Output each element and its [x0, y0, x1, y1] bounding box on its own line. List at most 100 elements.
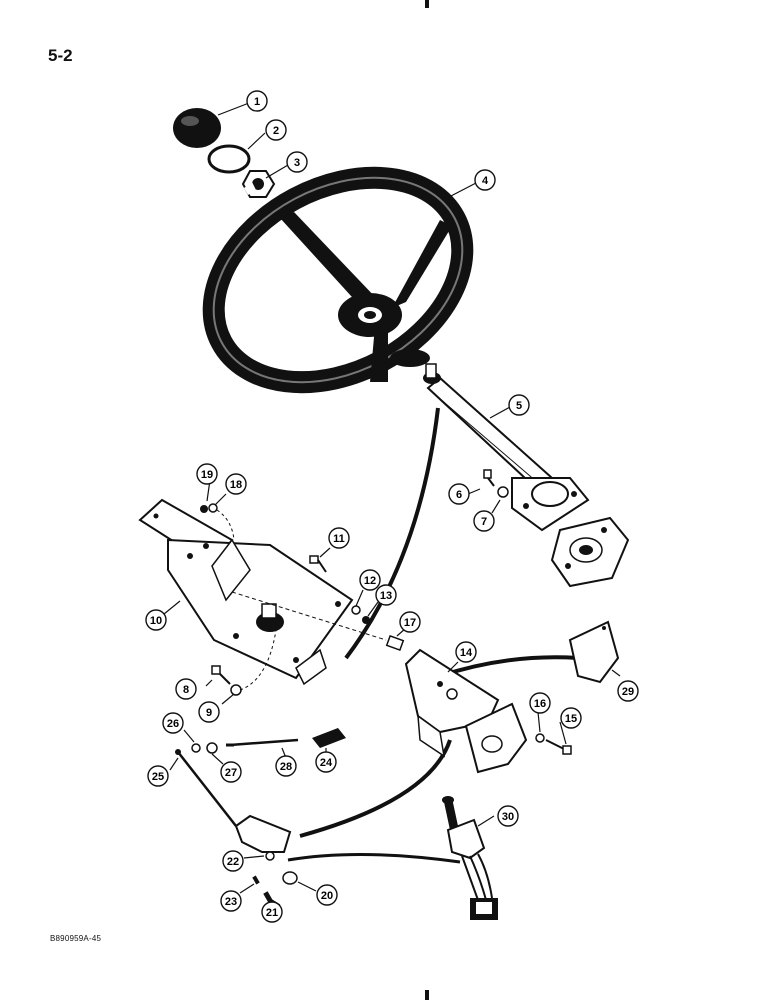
callout-circle	[375, 584, 397, 606]
callout-label: 16	[534, 698, 546, 710]
washer-18	[208, 503, 218, 513]
callout-circle	[455, 641, 477, 663]
column-bolt	[483, 469, 495, 487]
callout-circle	[474, 169, 496, 191]
callout-label: 11	[333, 533, 345, 545]
callout-circle	[220, 890, 242, 912]
callout-label: 7	[481, 516, 487, 528]
callout-circle	[286, 151, 308, 173]
callout-label: 4	[482, 175, 489, 187]
callout-label: 29	[622, 686, 634, 698]
callout-circle	[617, 680, 639, 702]
lower-bolt	[211, 665, 231, 685]
callout-label: 9	[206, 707, 212, 719]
steering-valve	[550, 516, 630, 588]
grip-24	[312, 728, 346, 748]
lever-arm	[234, 814, 292, 861]
switch-assembly	[442, 796, 498, 920]
callout-22: 22	[222, 850, 244, 872]
callout-circle	[145, 609, 167, 631]
crop-mark-top	[425, 0, 429, 8]
callout-circle	[261, 901, 283, 923]
nut-27	[206, 742, 218, 754]
page-number: 5-2	[48, 46, 73, 65]
callout-11: 11	[328, 527, 350, 549]
retaining-ring	[207, 144, 251, 174]
pivot-20	[282, 871, 298, 885]
callout-4: 4	[474, 169, 496, 191]
callout-circle	[246, 90, 268, 112]
callout-17: 17	[399, 611, 421, 633]
callout-label: 23	[225, 896, 237, 908]
callout-label: 15	[565, 713, 577, 725]
callout-circle	[275, 755, 297, 777]
callout-label: 28	[280, 761, 292, 773]
washer-9	[230, 684, 242, 696]
callout-23: 23	[220, 890, 242, 912]
callout-27: 27	[220, 761, 242, 783]
callout-19: 19	[196, 463, 218, 485]
callout-circle	[222, 850, 244, 872]
callout-30: 30	[497, 805, 519, 827]
callout-label: 5	[516, 400, 522, 412]
callout-24: 24	[315, 751, 337, 773]
callout-circle	[359, 569, 381, 591]
coupler	[385, 634, 405, 652]
callouts: 1234567891011121314151617181920212223242…	[145, 90, 639, 923]
pin-21	[263, 891, 274, 905]
callout-label: 1	[254, 96, 260, 108]
callout-2: 2	[265, 119, 287, 141]
cover-plate	[568, 620, 620, 684]
callout-label: 24	[320, 757, 333, 769]
callout-label: 3	[294, 157, 300, 169]
callout-label: 14	[460, 647, 473, 659]
callout-1: 1	[246, 90, 268, 112]
callout-circle	[448, 483, 470, 505]
callout-circle	[508, 394, 530, 416]
callout-circle	[225, 473, 247, 495]
dashed-line-18	[216, 509, 235, 541]
callout-29: 29	[617, 680, 639, 702]
callout-label: 20	[321, 890, 333, 902]
callout-12: 12	[359, 569, 381, 591]
callout-circle	[265, 119, 287, 141]
callout-18: 18	[225, 473, 247, 495]
callout-21: 21	[261, 901, 283, 923]
callout-circle	[198, 701, 220, 723]
callout-15: 15	[560, 707, 582, 729]
callout-label: 18	[230, 479, 242, 491]
callout-label: 17	[404, 617, 416, 629]
lever-bracket	[404, 648, 528, 774]
nut-19	[200, 505, 208, 513]
link-rod-25	[175, 749, 237, 827]
steering-wheel	[202, 166, 474, 394]
washer-12	[351, 605, 361, 615]
leader-lines	[163, 102, 621, 906]
callout-5: 5	[508, 394, 530, 416]
callout-10: 10	[145, 609, 167, 631]
callout-circle	[220, 761, 242, 783]
callout-label: 21	[266, 907, 278, 919]
callout-circle	[497, 805, 519, 827]
callout-6: 6	[448, 483, 470, 505]
callout-label: 19	[201, 469, 213, 481]
callout-16: 16	[529, 692, 551, 714]
column-wire	[344, 407, 440, 660]
callout-circle	[175, 678, 197, 700]
callout-label: 12	[364, 575, 376, 587]
callout-26: 26	[162, 712, 184, 734]
bracket-bolt	[309, 555, 327, 573]
callout-14: 14	[455, 641, 477, 663]
callout-label: 26	[167, 718, 179, 730]
callout-circle	[473, 510, 495, 532]
callout-13: 13	[375, 584, 397, 606]
callout-label: 22	[227, 856, 239, 868]
callout-circle	[529, 692, 551, 714]
horn-cap	[173, 108, 221, 148]
callout-label: 8	[183, 684, 189, 696]
callout-circle	[315, 751, 337, 773]
callout-3: 3	[286, 151, 308, 173]
crop-mark-bottom	[425, 990, 429, 1000]
callout-label: 13	[380, 590, 392, 602]
